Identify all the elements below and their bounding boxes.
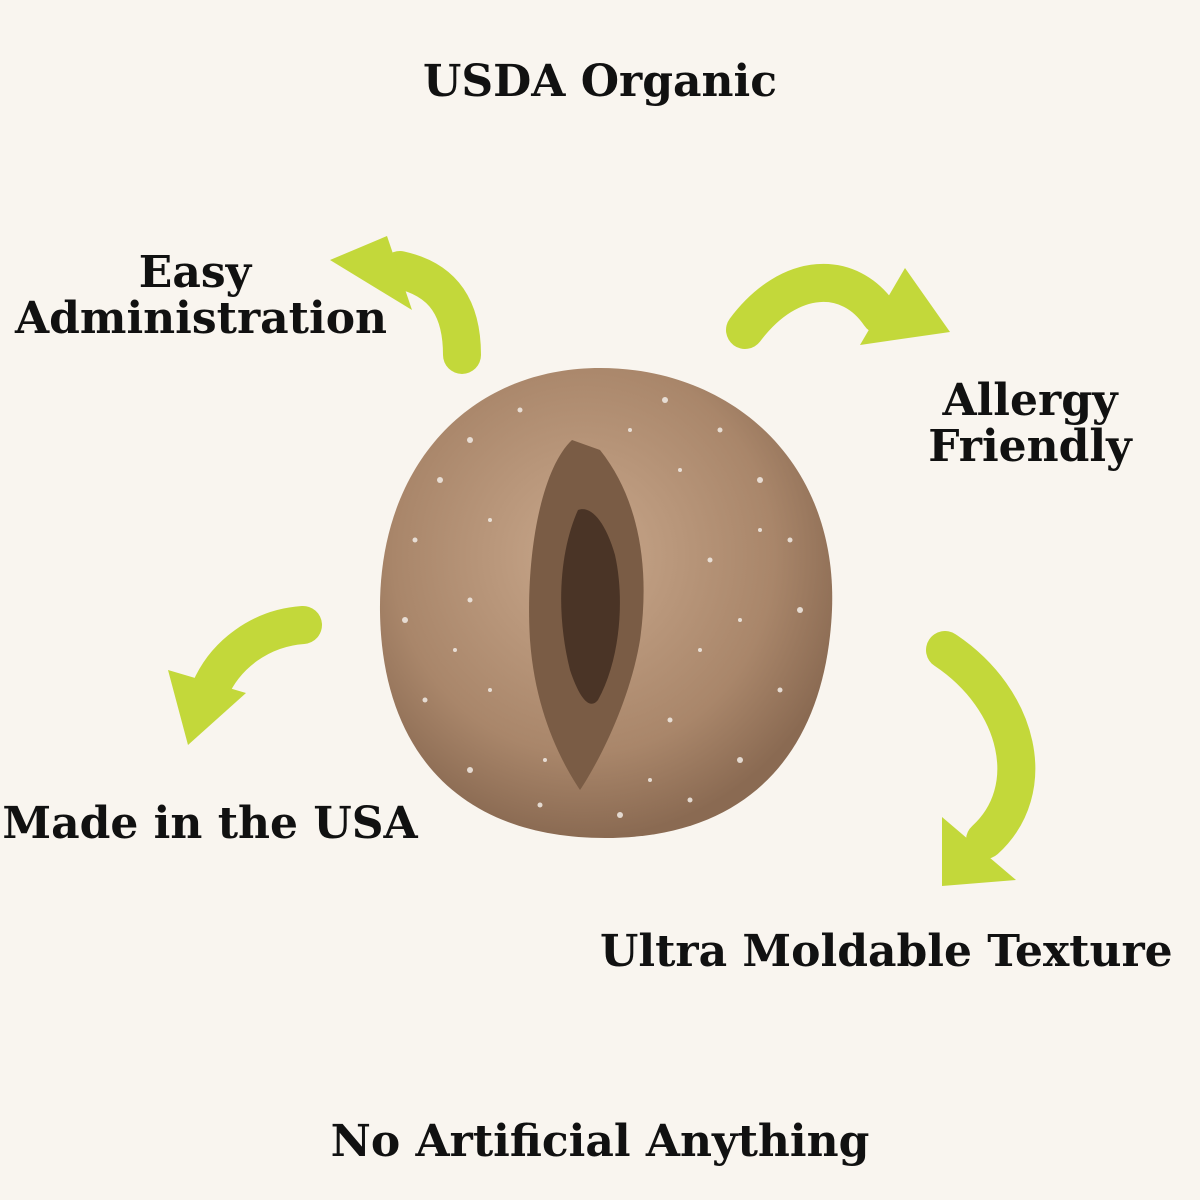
easy-administration-line-2: Administration xyxy=(15,293,388,345)
made-in-usa-label: Made in the USA xyxy=(2,798,418,849)
easy-administration-label: Easy Administration xyxy=(15,247,388,345)
allergy-friendly-label: Allergy Friendly xyxy=(920,375,1140,473)
arrowhead-up-left-icon xyxy=(330,236,412,310)
easy-administration-line-1: Easy xyxy=(138,247,252,298)
arrow-up-left-icon xyxy=(381,251,481,374)
arrowhead-down-left-icon xyxy=(168,670,246,745)
usda-organic-label: USDA Organic xyxy=(422,56,778,107)
arrowhead-down-right-icon xyxy=(942,817,1016,886)
allergy-friendly-line-2: Friendly xyxy=(928,421,1132,473)
arrowhead-right-icon xyxy=(860,268,950,345)
allergy-friendly-line-1: Allergy xyxy=(942,375,1118,426)
no-artificial-anything-label: No Artificial Anything xyxy=(330,1116,870,1167)
sugar-coating xyxy=(402,397,803,818)
ultra-moldable-texture-label: Ultra Moldable Texture xyxy=(600,926,1173,977)
treat-ball-crack-shadow xyxy=(561,509,620,704)
arrow-right-icon xyxy=(726,264,899,349)
arrow-down-left-icon xyxy=(191,606,322,709)
arrow-down-right-icon xyxy=(926,631,1036,859)
